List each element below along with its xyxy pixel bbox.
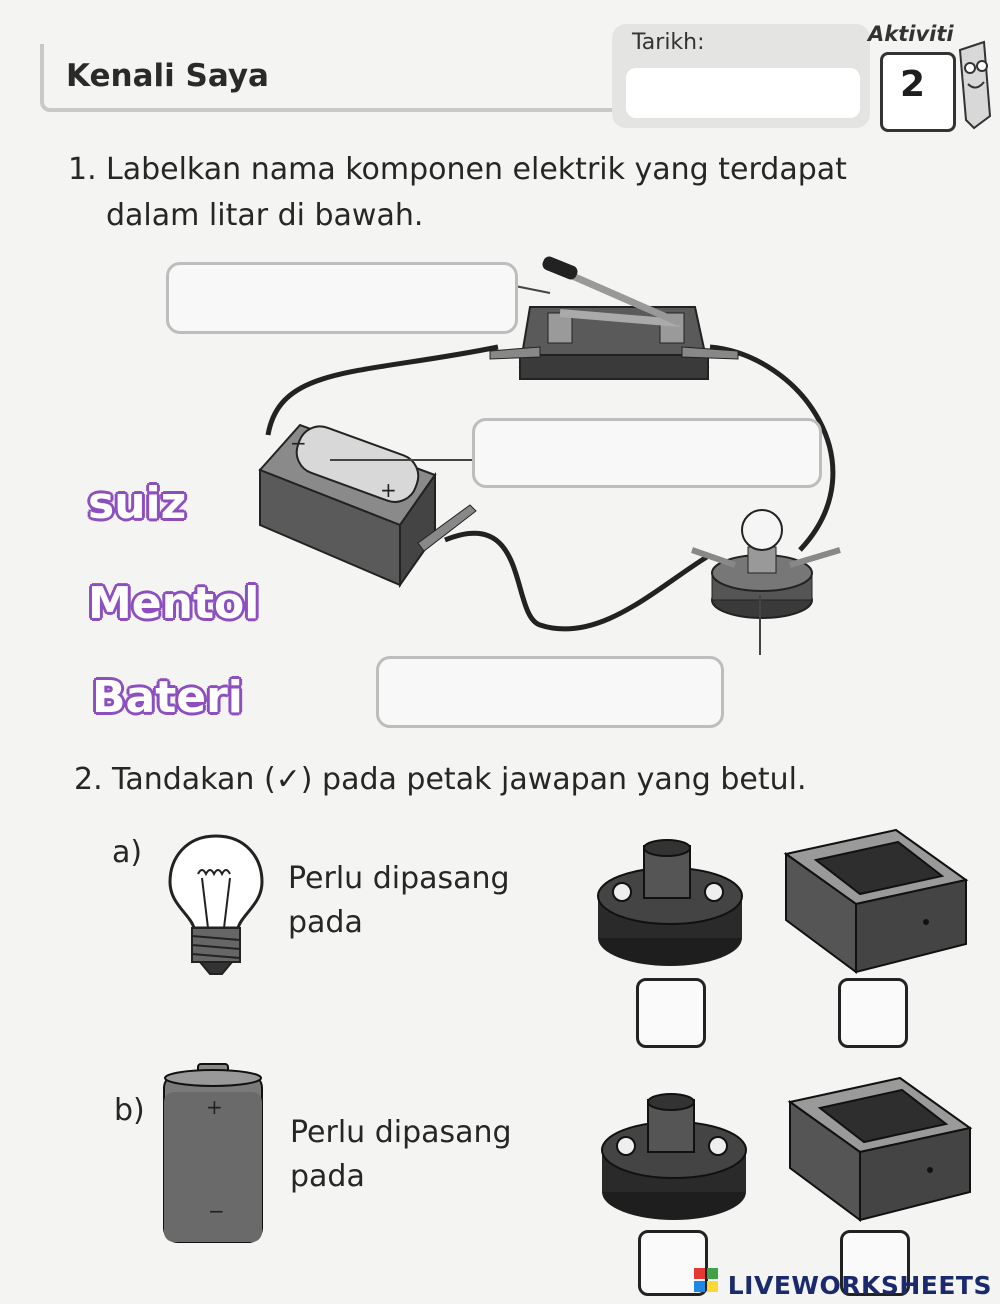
date-field[interactable] xyxy=(626,68,860,118)
liveworksheets-logo-icon xyxy=(694,1268,720,1298)
svg-text:+: + xyxy=(206,1095,223,1119)
q1-line1: Labelkan nama komponen elektrik yang ter… xyxy=(106,152,847,187)
circuit-diagram: + − xyxy=(258,256,841,655)
light-bulb-icon xyxy=(168,834,264,975)
part-a-line1: Perlu dipasang xyxy=(288,861,510,896)
wire-right xyxy=(709,344,836,552)
battery-holder-icon: + − xyxy=(258,423,477,589)
drag-word-bateri[interactable]: Bateri xyxy=(92,672,243,723)
drag-word-suiz[interactable]: suiz xyxy=(88,478,187,529)
svg-text:−: − xyxy=(208,1199,225,1223)
activity-label: Aktiviti xyxy=(868,22,954,46)
liveworksheets-brand[interactable]: LIVEWORKSHEETS xyxy=(727,1271,992,1300)
part-b-line1: Perlu dipasang xyxy=(290,1115,512,1150)
checkbox-a-battery-holder[interactable] xyxy=(838,978,908,1048)
activity-number: 2 xyxy=(900,64,926,105)
label-box-bulb[interactable] xyxy=(376,656,724,728)
bulb-holder-option-a-icon xyxy=(597,839,743,966)
part-b-line2: pada xyxy=(290,1159,365,1194)
label-box-switch[interactable] xyxy=(166,262,518,334)
activity-number-box xyxy=(880,52,956,132)
wire-bottom xyxy=(444,530,712,632)
checkbox-a-bulb-holder[interactable] xyxy=(636,978,706,1048)
page-title: Kenali Saya xyxy=(66,58,269,94)
label-box-battery[interactable] xyxy=(472,418,822,488)
bulb-holder-icon xyxy=(691,509,841,619)
q1-line2: dalam litar di bawah. xyxy=(106,198,424,233)
q2-text: Tandakan (✓) pada petak jawapan yang bet… xyxy=(112,762,807,797)
checkbox-b-battery-holder[interactable] xyxy=(840,1230,910,1296)
battery-holder-option-a-icon xyxy=(783,828,969,974)
part-a-label: a) xyxy=(112,835,143,870)
wire-left-top xyxy=(265,344,499,436)
svg-text:−: − xyxy=(290,431,307,455)
svg-text:+: + xyxy=(380,478,397,502)
q1-number: 1. xyxy=(68,152,97,187)
part-b-label: b) xyxy=(114,1093,145,1128)
battery-cell-icon: + − xyxy=(163,1063,263,1243)
bulb-holder-option-b-icon xyxy=(601,1093,747,1220)
pencil-mascot-icon xyxy=(958,40,992,130)
header-bar xyxy=(40,44,664,112)
drag-word-mentol[interactable]: Mentol xyxy=(88,578,260,629)
q2-number: 2. xyxy=(74,762,103,797)
part-a-line2: pada xyxy=(288,905,363,940)
date-label: Tarikh: xyxy=(632,30,705,55)
battery-holder-option-b-icon xyxy=(787,1076,973,1222)
switch-icon xyxy=(489,256,739,380)
